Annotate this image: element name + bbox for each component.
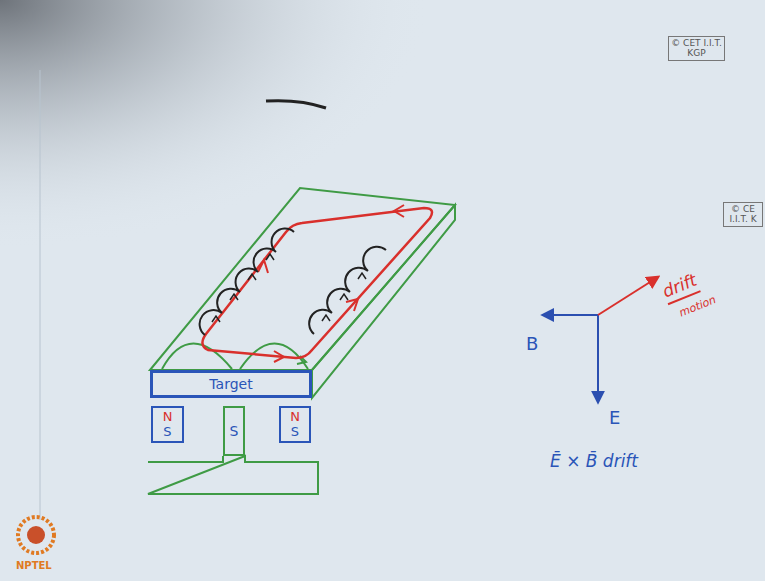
paper-edge (40, 70, 41, 520)
magnet-box: NS (151, 406, 184, 443)
logo-ring (18, 517, 54, 553)
electron-path (309, 247, 386, 334)
axis-label: E (609, 408, 620, 429)
target-top-face (150, 188, 455, 370)
electron-arrowhead (212, 254, 366, 322)
racetrack-arrowhead (274, 351, 284, 362)
axis-label: B (526, 334, 538, 355)
target-side-face (312, 205, 455, 398)
b-field-arrow (543, 314, 598, 316)
magnet-box: NS (279, 406, 311, 443)
racetrack-arrowhead (346, 299, 358, 311)
node-text: S (230, 423, 239, 439)
watermark: © CE I.I.T. K (723, 202, 763, 227)
paper-shadow (0, 0, 430, 250)
logo-text: NPTEL (16, 560, 52, 572)
node-text: S (163, 425, 171, 440)
pen-mark (266, 101, 326, 108)
node-text: N (163, 410, 173, 425)
magnet-yoke (148, 456, 318, 494)
drift-racetrack (202, 208, 432, 358)
node-text: Target (209, 376, 252, 392)
watermark: © CET I.I.T. KGP (668, 36, 725, 61)
target-box: Target (150, 370, 312, 398)
drift-label: drift (660, 271, 701, 305)
node-text: S (291, 425, 299, 440)
drift-arrow (598, 277, 658, 315)
racetrack-arrowhead (258, 260, 268, 273)
field-line (162, 344, 232, 370)
logo-center (27, 526, 45, 544)
drift-formula: Ē × B̄ drift (550, 452, 638, 472)
racetrack-arrowhead (394, 205, 404, 217)
node-text: N (290, 410, 300, 425)
center-magnet: S (223, 406, 245, 456)
e-field-arrow (597, 315, 599, 402)
